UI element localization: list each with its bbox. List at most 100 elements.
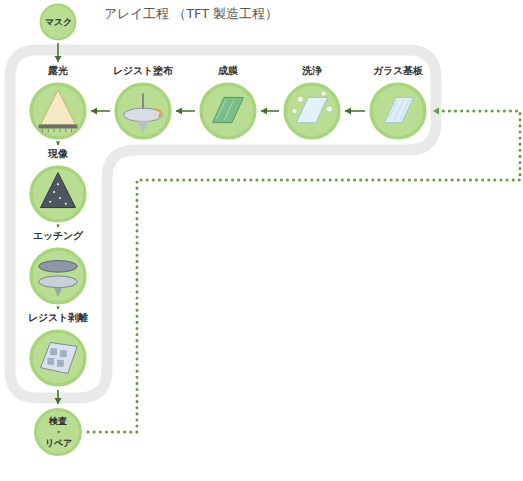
process-illustration	[41, 173, 76, 208]
circle-shape	[39, 3, 77, 41]
flow-arrow	[261, 108, 279, 115]
step-label: レジスト剥離	[0, 311, 160, 325]
illustration-part	[41, 173, 76, 208]
process-illustration	[293, 92, 332, 123]
illustration-part	[39, 125, 78, 129]
circle-outline	[27, 80, 89, 142]
process-step: 現像	[0, 147, 160, 225]
process-step: 露光	[0, 64, 160, 142]
arrow-head	[176, 108, 182, 115]
circle-text-wrap: 検査 ・ リペア	[32, 406, 84, 458]
return-connector	[88, 108, 520, 433]
circle-shape	[28, 81, 87, 140]
circle-text-wrap: マスク	[38, 2, 78, 42]
illustration-part	[49, 201, 51, 203]
step-label: レジスト塗布	[41, 64, 245, 78]
illustration-part	[60, 350, 67, 357]
circle-highlight	[203, 86, 253, 136]
process-illustration	[39, 261, 78, 298]
band-outline	[10, 50, 436, 398]
circle-outline	[27, 245, 89, 307]
circle-highlight	[373, 86, 423, 136]
arrow-head	[433, 108, 439, 115]
circle-shape	[113, 81, 172, 140]
connector-line	[88, 111, 520, 432]
circle-shape	[28, 164, 87, 223]
circle-shape	[28, 328, 87, 387]
flow-arrow	[55, 390, 62, 404]
illustration-part	[155, 109, 161, 117]
circle-shape	[198, 81, 257, 140]
flow-arrow	[91, 108, 110, 115]
illustration-part	[137, 121, 149, 133]
flow-arrow	[55, 43, 62, 62]
illustration-part	[213, 97, 244, 122]
circle-shape	[33, 407, 83, 457]
illustration-part	[57, 183, 59, 185]
arrow-head	[91, 108, 97, 115]
illustration-part	[53, 191, 55, 193]
arrow-head	[55, 398, 62, 404]
process-illustration	[384, 97, 413, 122]
illustration-part	[43, 128, 72, 132]
step-label: ガラス基板	[296, 64, 500, 78]
arrow-head	[261, 108, 267, 115]
flow-arrow	[176, 108, 195, 115]
process-circle: マスク	[38, 2, 78, 42]
flow-arrow	[345, 108, 365, 115]
circle-highlight	[33, 169, 83, 219]
illustration-part	[57, 360, 64, 367]
process-circle: 検査 ・ リペア	[32, 406, 84, 458]
circle-highlight	[42, 6, 75, 39]
illustration-part	[50, 348, 57, 355]
process-illustration	[124, 94, 163, 133]
circle-outline	[27, 163, 89, 225]
circle-highlight	[37, 411, 79, 453]
step-label: エッチング	[0, 229, 160, 243]
circle-outline	[367, 80, 429, 142]
illustration-part	[59, 197, 61, 199]
process-illustration	[39, 90, 78, 133]
illustration-part	[41, 90, 76, 125]
step-label: 露光	[0, 64, 160, 78]
circle-shape	[368, 81, 427, 140]
step-label: 洗浄	[210, 64, 414, 78]
circle-outline	[112, 80, 174, 142]
circle-highlight	[33, 86, 83, 136]
step-label: 現像	[0, 147, 160, 161]
illustration-part	[54, 288, 62, 298]
illustration-part	[298, 97, 303, 102]
arrow-head	[345, 108, 351, 115]
illustration-part	[41, 343, 78, 374]
process-step: レジスト剥離	[0, 311, 160, 389]
illustration-part	[293, 109, 297, 113]
circle-shape	[282, 81, 341, 140]
circle-outline	[281, 80, 343, 142]
node-label: マスク	[45, 17, 72, 28]
arrow-head	[55, 56, 62, 62]
illustration-part	[39, 261, 78, 273]
process-illustration	[41, 343, 78, 374]
diagram-title: アレイ工程 （TFT 製造工程）	[104, 6, 278, 22]
illustration-part	[384, 97, 413, 122]
process-step: エッチング	[0, 229, 160, 307]
node-label: 検査 ・ リペア	[44, 416, 72, 449]
circle-highlight	[118, 86, 168, 136]
illustration-part	[327, 107, 332, 112]
circle-shape	[28, 246, 87, 305]
circle-highlight	[33, 251, 83, 301]
illustration-part	[216, 99, 233, 120]
illustration-part	[47, 358, 54, 365]
circle-highlight	[33, 333, 83, 383]
illustration-part	[388, 99, 409, 120]
circle-outline	[197, 80, 259, 142]
circle-outline	[27, 327, 89, 389]
process-illustration	[213, 97, 244, 122]
illustration-part	[297, 97, 328, 122]
circle-highlight	[287, 86, 337, 136]
illustration-part	[65, 203, 67, 205]
illustration-part	[124, 108, 163, 122]
illustration-part	[142, 94, 144, 110]
illustration-part	[39, 276, 78, 288]
illustration-part	[322, 92, 326, 96]
